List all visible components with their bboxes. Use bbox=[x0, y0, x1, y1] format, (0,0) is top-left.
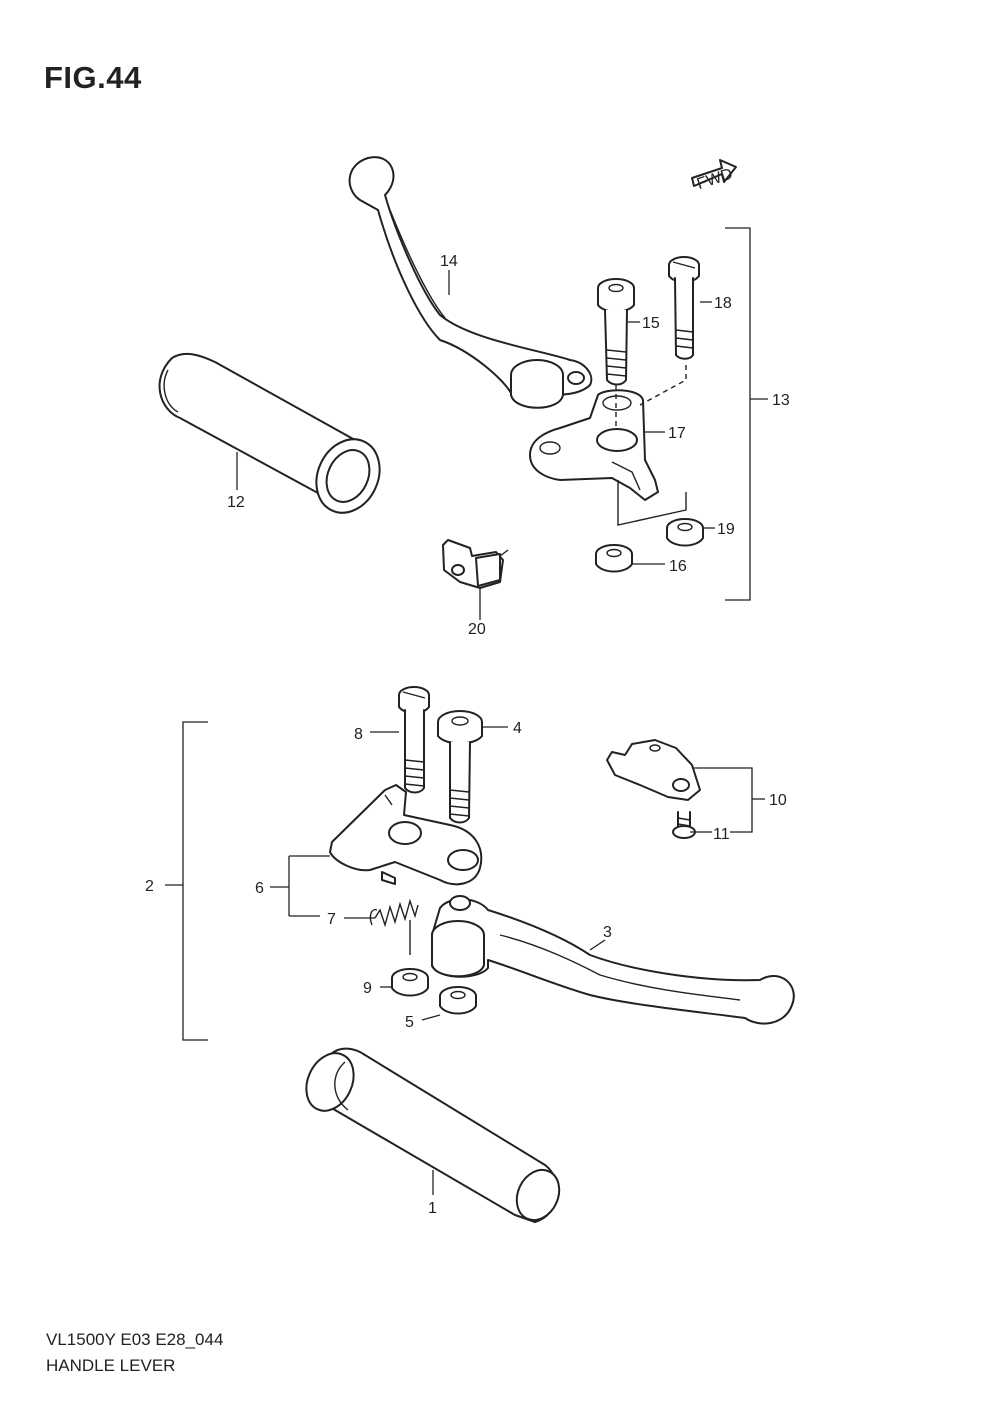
part-11-screw bbox=[672, 811, 696, 839]
part-12-grip bbox=[158, 352, 381, 514]
part-10-switch bbox=[606, 739, 701, 801]
part-16-nut bbox=[595, 544, 633, 573]
part-6-bracket bbox=[329, 784, 483, 886]
callout-3: 3 bbox=[603, 924, 612, 941]
callout-12: 12 bbox=[227, 494, 245, 511]
callout-16: 16 bbox=[669, 558, 687, 575]
callout-11: 11 bbox=[713, 826, 730, 843]
part-5-nut bbox=[439, 986, 477, 1015]
callout-13: 13 bbox=[772, 392, 790, 409]
part-18-screw bbox=[668, 256, 700, 360]
callout-5: 5 bbox=[405, 1014, 414, 1031]
part-20-switch bbox=[442, 539, 509, 589]
part-17-bracket bbox=[529, 389, 659, 501]
part-7-spring bbox=[369, 898, 419, 955]
callout-10: 10 bbox=[769, 792, 787, 809]
figure-title: FIG.44 bbox=[44, 60, 142, 95]
callout-20: 20 bbox=[468, 621, 486, 638]
part-9-nut bbox=[391, 968, 429, 997]
part-1-grip bbox=[305, 1047, 561, 1223]
fwd-label: FWD bbox=[695, 166, 735, 193]
callout-18: 18 bbox=[714, 295, 732, 312]
part-3-lever bbox=[431, 895, 795, 1025]
callout-4: 4 bbox=[513, 720, 522, 737]
callout-6: 6 bbox=[255, 880, 264, 897]
callout-19: 19 bbox=[717, 521, 735, 538]
callout-2: 2 bbox=[145, 878, 154, 895]
figure-name: HANDLE LEVER bbox=[46, 1356, 176, 1375]
part-4-bolt bbox=[437, 710, 483, 824]
callout-17: 17 bbox=[668, 425, 686, 442]
callout-8: 8 bbox=[354, 726, 363, 743]
part-15-bolt bbox=[597, 278, 635, 386]
callout-1: 1 bbox=[428, 1200, 437, 1217]
callout-7: 7 bbox=[327, 911, 336, 928]
part-19-nut bbox=[666, 518, 704, 547]
callout-9: 9 bbox=[363, 980, 372, 997]
callout-15: 15 bbox=[642, 315, 660, 332]
callout-14: 14 bbox=[440, 253, 458, 270]
part-8-screw bbox=[398, 686, 430, 794]
part-14-lever bbox=[348, 156, 593, 409]
model-code: VL1500Y E03 E28_044 bbox=[46, 1330, 224, 1349]
fwd-arrow-icon: FWD bbox=[691, 159, 737, 193]
